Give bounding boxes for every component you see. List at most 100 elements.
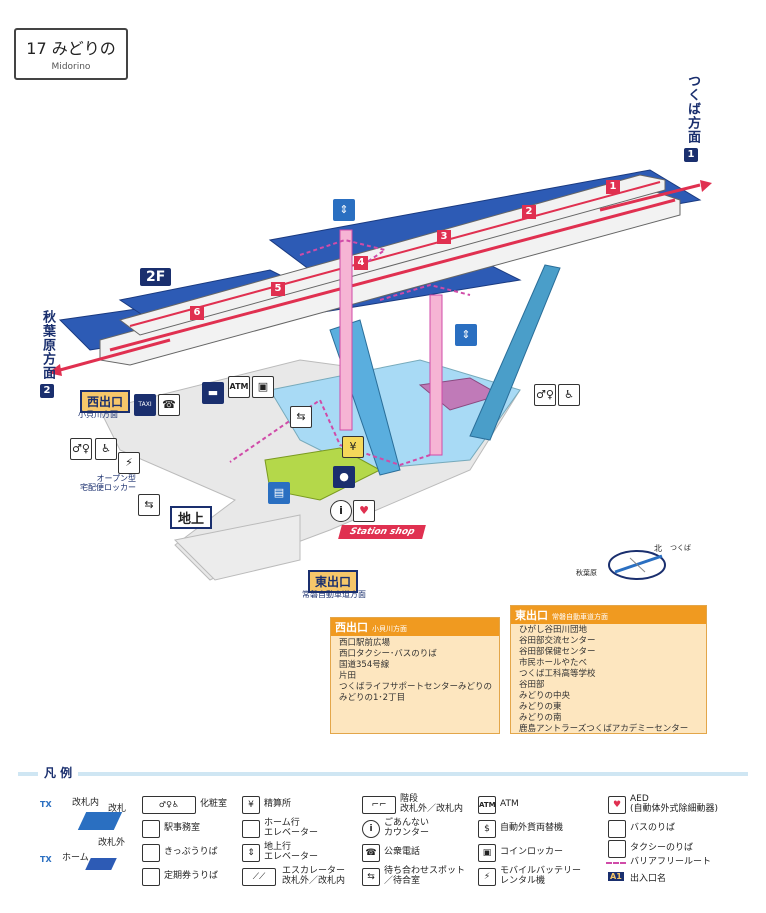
legend-title: 凡 例 [38,764,79,781]
east-exit-panel: 東出口常磐自動車道方面 ひがし谷田川団地 谷田部交流センター 谷田部保健センター… [510,605,707,734]
west-panel-subtitle: 小貝川方面 [372,625,407,633]
exit-east-tag[interactable]: 東出口 [308,570,359,593]
car-number-4: 4 [354,256,368,270]
direction-tsukuba: つくば方面 [685,74,700,144]
battery-icon: ⚡ [118,452,140,474]
arrow-akihabara-head [48,364,62,376]
east-dest-item: 鹿島アントラーズつくばアカデミーセンター [519,724,689,734]
direction-akihabara: 秋葉原方面 [40,310,55,380]
locker-icon: ▣ [252,376,274,398]
train-lower-stripe [129,181,661,327]
exit-number-icon: A1 [608,872,624,881]
bus-icon: ▬ [608,820,626,838]
station-office-icon: ● [142,820,160,838]
east-panel-header: 東出口常磐自動車道方面 [511,606,706,624]
ticket-icon: ▤ [142,844,160,862]
west-panel-title: 西出口 [335,621,368,634]
legend-item: 公衆電話 [384,847,421,857]
locker-label: オープン型 宅配便ロッカー [80,474,136,492]
waiting-spot-icon: ⇆ [138,494,160,516]
arrow-akihabara [59,338,171,372]
west-dest-item: 片田 [339,671,357,681]
legend-gate-inside: 改札内 [72,798,100,808]
exit-west-sub: 小貝川方面 [78,410,118,419]
legend-item: 地上行 エレベーター [264,842,319,862]
exit-west-tag[interactable]: 西出口 [80,390,131,413]
legend-gate: 改札 [108,804,127,814]
arrow-tsukuba [599,183,701,212]
east-dest-item: ひがし谷田川団地 [519,625,588,635]
restroom-icon-2: ♂♀ [534,384,556,406]
legend-item: 駅事務室 [164,823,201,833]
elevator-shaft-east [429,294,443,456]
atm-icon: ATM [478,796,496,814]
exchange-icon: $ [478,820,496,838]
battery-icon: ⚡ [478,868,496,886]
station-name: 17 みどりの [26,39,116,58]
legend-item: 自動外貨両替機 [500,823,564,833]
station-map [48,169,712,581]
west-dest-item: 西口タクシー･バスのりば [339,649,437,659]
station-office-icon: ● [333,466,355,488]
direction-akihabara-number: 2 [40,384,54,398]
elevator-shaft-west [339,229,353,431]
waiting-room-icon: ⇆ [290,406,312,428]
escalator-icon: ⟋⟋ [242,868,276,886]
legend-item: 精算所 [264,799,292,809]
legend-item: ごあんない カウンター [384,818,430,838]
barrier-free-icon [606,862,626,864]
platform-elevator-icon-2: ⇕ [455,324,477,346]
waiting-icon: ⇆ [362,868,380,886]
east-dest-item: みどりの中央 [519,691,571,701]
floor-label-ground: 地上 [170,506,213,529]
east-dest-item: つくば工科高等学校 [519,669,596,679]
east-dest-item: みどりの南 [519,713,562,723]
legend-item: コインロッカー [500,847,564,857]
legend-item: 待ち合わせスポット ／待合室 [384,866,466,886]
taxi-icon: TAXI [134,394,156,416]
barrier-free-route-ground [229,398,431,467]
west-dest-item: つくばライフサポートセンターみどりの [339,682,493,692]
info-icon: i [362,820,380,838]
east-dest-item: 谷田部交流センター [519,636,596,646]
info-icon: i [330,500,352,522]
east-dest-item: 谷田部保健センター [519,647,596,657]
east-dest-item: みどりの東 [519,702,562,712]
car-number-2: 2 [522,205,536,219]
train-upper [99,189,681,366]
floor-label-2f: 2F [140,268,172,286]
barrier-free-route-2 [379,283,471,301]
arrow-tsukuba-head [700,180,712,192]
west-dest-item: 西口駅前広場 [339,638,391,648]
platform-elevator-icon: ⇕ [333,199,355,221]
tx-logo-2: TX [40,855,52,864]
west-panel-header: 西出口小貝川方面 [331,618,499,636]
legend-divider [18,772,748,776]
locker-icon: ▣ [478,844,496,862]
west-dest-item: みどりの1･2丁目 [339,693,406,703]
train-upper-stripe [109,198,676,352]
east-panel-subtitle: 常磐自動車道方面 [552,613,608,621]
station-romaji: Midorino [51,62,91,72]
legend-item: ATM [500,799,519,809]
station-name-box: 17 みどりの Midorino [14,28,128,80]
phone-icon: ☎ [158,394,180,416]
legend-gate-outside: 改札外 [98,838,126,848]
legend-item: 出入口名 [630,874,667,884]
stair-support-east [469,264,561,441]
wheelchair-icon-2: ♿ [558,384,580,406]
east-dest-item: 谷田部 [519,680,545,690]
car-number-6: 6 [190,306,204,320]
car-number-3: 3 [437,230,451,244]
station-shop-label: Station shop [338,525,427,539]
ticket-icon: ▤ [268,482,290,504]
phone-icon: ☎ [362,844,380,862]
compass-north: 北 [654,544,662,553]
legend-item: きっぷうりば [164,847,218,857]
car-number-1: 1 [606,180,620,194]
taxi-icon: TAXI [608,840,626,858]
fare-adjust-icon: ¥ [242,796,260,814]
wheelchair-icon: ♿ [95,438,117,460]
atm-icon: ATM [228,376,250,398]
legend-item: 定期券うりば [164,871,219,881]
